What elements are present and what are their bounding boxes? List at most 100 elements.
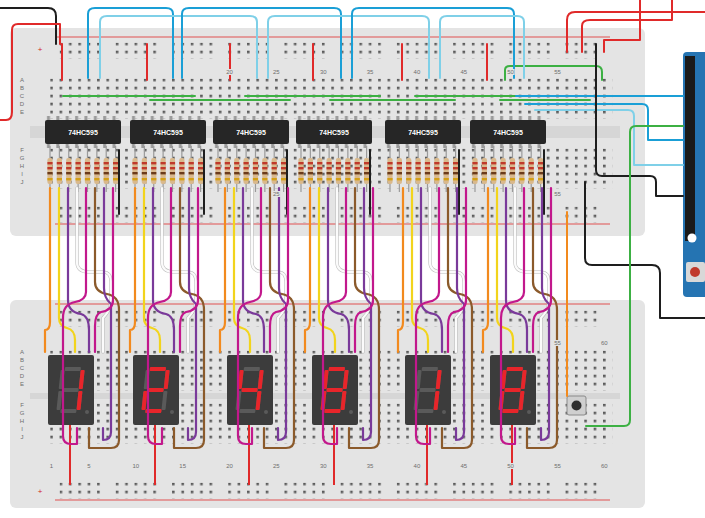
wires: [150, 99, 290, 101]
column-number: 30: [319, 69, 328, 75]
lit-segments: [498, 367, 527, 413]
wires: [505, 66, 602, 80]
lit-segments: [340, 391, 346, 410]
row-letter: A: [19, 77, 25, 83]
lit-segments: [164, 370, 170, 389]
circuit-illustration: [220, 188, 294, 448]
circuit-illustration: [213, 116, 288, 148]
ic-chip: 74HC595: [470, 120, 546, 144]
circuit-illustration: [405, 355, 451, 485]
column-number: 25: [272, 69, 281, 75]
row-letter: G: [19, 155, 26, 161]
arduino-board: [686, 262, 705, 282]
breadboard-holes: [50, 79, 612, 119]
circuit-illustration: [298, 146, 369, 192]
ic-chip: 74HC595: [296, 120, 372, 144]
circuit-illustration: [483, 188, 557, 448]
wires: [596, 44, 683, 196]
column-number: 55: [553, 69, 562, 75]
lit-segments: [343, 370, 349, 389]
rail-line: [55, 224, 610, 225]
row-letter: A: [19, 349, 25, 355]
row-letter: I: [20, 171, 24, 177]
wires: [330, 99, 455, 101]
column-number: 40: [413, 463, 422, 469]
rail-line: [55, 500, 610, 501]
wires: [100, 16, 257, 78]
lit-segments: [433, 391, 439, 410]
lit-segments: [433, 370, 441, 410]
row-letter: J: [20, 179, 25, 185]
circuit-illustration: [130, 188, 204, 448]
row-letter: F: [19, 147, 25, 153]
breadboard-holes: [60, 43, 600, 59]
column-number: 1: [49, 463, 54, 469]
lit-segments: [326, 388, 342, 392]
column-number: 20: [225, 69, 234, 75]
lit-segments: [76, 367, 527, 413]
lit-segments: [79, 370, 85, 389]
row-letter: H: [19, 418, 25, 424]
column-number: 55: [553, 191, 562, 197]
lit-segments: [320, 367, 349, 413]
column-number: 45: [459, 463, 468, 469]
circuit-illustration: [398, 188, 472, 448]
arduino-board: [690, 267, 700, 277]
breadboard-holes: [60, 207, 600, 223]
pushbutton: [572, 401, 582, 411]
lit-segments: [324, 409, 340, 413]
wires: [352, 8, 514, 78]
row-letter: C: [19, 365, 25, 371]
arduino-board: [683, 52, 705, 297]
column-number: 35: [366, 463, 375, 469]
row-letter: B: [19, 357, 25, 363]
circuit-illustration: [472, 146, 543, 192]
lit-segments: [150, 367, 166, 371]
column-number: 25: [272, 191, 281, 197]
wires: [63, 95, 195, 97]
breadboard-holes: [60, 207, 600, 223]
row-letter: H: [19, 163, 25, 169]
row-letter: J: [20, 434, 25, 440]
circuit-illustration: [312, 355, 358, 485]
lit-segments: [235, 370, 263, 410]
column-number: 15: [178, 463, 187, 469]
lit-segments: [502, 409, 518, 413]
lit-segments: [241, 388, 257, 392]
rail-sign: +: [37, 46, 44, 54]
row-letter: B: [19, 85, 25, 91]
column-number: 55: [553, 463, 562, 469]
wires: [245, 95, 380, 97]
wires: [268, 16, 429, 78]
wires: [0, 24, 60, 120]
column-number: 30: [319, 463, 328, 469]
breadboard-holes: [60, 483, 600, 499]
row-letter: I: [20, 426, 24, 432]
column-number: 20: [225, 463, 234, 469]
circuit-illustration: [215, 146, 286, 192]
ic-chip: 74HC595: [385, 120, 461, 144]
wires: [0, 8, 56, 44]
pushbutton: [567, 396, 586, 415]
column-number: 60: [600, 463, 609, 469]
circuit-illustration: [490, 355, 536, 485]
lit-segments: [258, 370, 264, 389]
lit-segments: [76, 391, 82, 410]
wires: [0, 0, 705, 426]
breadboard-holes: [60, 483, 600, 499]
wires: [566, 212, 568, 396]
wires: [535, 110, 683, 165]
column-number: 5: [86, 463, 91, 469]
lit-segments: [255, 391, 261, 410]
lit-segments: [141, 391, 147, 410]
circuit-illustration: [47, 146, 118, 192]
rail-line: [55, 37, 610, 38]
circuit-illustration: [132, 146, 203, 192]
row-letter: G: [19, 410, 26, 416]
wires: [604, 0, 640, 52]
lit-segments: [507, 367, 523, 371]
lit-segments: [76, 370, 84, 410]
chip-label: 74HC595: [408, 129, 438, 136]
arduino-board: [685, 56, 695, 241]
